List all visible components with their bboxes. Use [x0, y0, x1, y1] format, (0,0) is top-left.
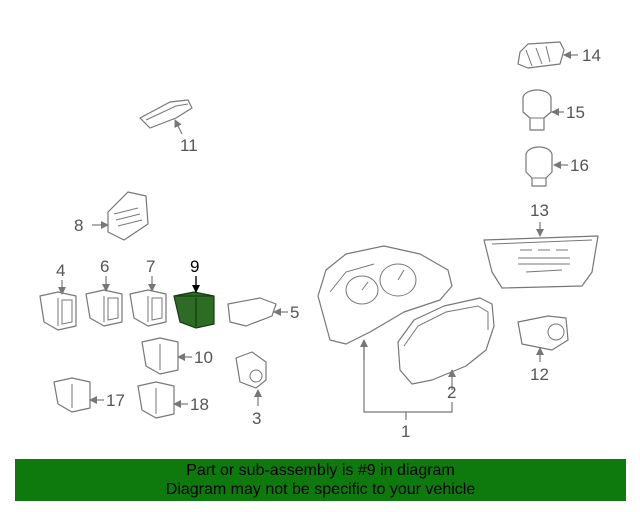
- callout-15[interactable]: 15: [566, 103, 585, 122]
- part-2-cluster-lens[interactable]: [397, 297, 495, 385]
- callout-6[interactable]: 6: [100, 257, 109, 276]
- part-6-switch[interactable]: [85, 289, 123, 327]
- part-5-trim[interactable]: [227, 297, 277, 327]
- callout-17[interactable]: 17: [106, 391, 125, 410]
- callout-13[interactable]: 13: [530, 201, 549, 220]
- callout-4[interactable]: 4: [56, 261, 65, 280]
- callout-9[interactable]: 9: [190, 257, 199, 276]
- part-4-switch[interactable]: [39, 291, 77, 331]
- callout-12[interactable]: 12: [530, 365, 549, 384]
- part-15-push-button[interactable]: [522, 89, 552, 131]
- callout-18[interactable]: 18: [190, 395, 209, 414]
- callout-16[interactable]: 16: [570, 156, 589, 175]
- part-9-switch-highlighted[interactable]: [173, 291, 215, 329]
- info-banner: Part or sub-assembly is #9 in diagram Di…: [15, 459, 626, 501]
- part-12-switch[interactable]: [517, 315, 569, 351]
- banner-line-2: Diagram may not be specific to your vehi…: [165, 481, 476, 498]
- part-14-switch[interactable]: [517, 41, 565, 69]
- callout-10[interactable]: 10: [194, 348, 213, 367]
- part-8-switch-panel[interactable]: [107, 191, 149, 241]
- callout-3[interactable]: 3: [252, 409, 261, 428]
- callout-14[interactable]: 14: [582, 46, 601, 65]
- callout-7[interactable]: 7: [146, 257, 155, 276]
- part-18-switch[interactable]: [137, 381, 175, 419]
- callout-8[interactable]: 8: [74, 216, 83, 235]
- callout-2[interactable]: 2: [447, 383, 456, 402]
- part-7-switch[interactable]: [129, 289, 167, 327]
- part-10-switch[interactable]: [141, 337, 179, 375]
- part-13-control-panel[interactable]: [483, 235, 599, 289]
- part-1-instrument-cluster[interactable]: [317, 245, 453, 345]
- callout-5[interactable]: 5: [290, 303, 299, 322]
- callout-11[interactable]: 11: [180, 136, 198, 155]
- leader-11: [174, 119, 183, 135]
- banner-line-1: Part or sub-assembly is #9 in diagram: [186, 462, 455, 479]
- part-16-push-button[interactable]: [525, 146, 553, 187]
- part-3-knob[interactable]: [235, 351, 267, 389]
- part-11-trim[interactable]: [139, 99, 193, 129]
- part-17-switch[interactable]: [53, 377, 91, 413]
- leader-1: [363, 340, 453, 413]
- callout-1[interactable]: 1: [401, 422, 410, 441]
